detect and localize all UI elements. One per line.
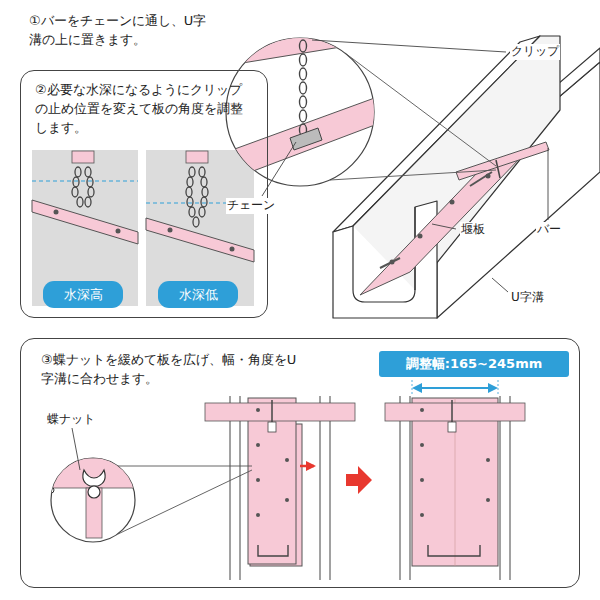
part-name: U字溝 <box>510 290 545 306</box>
node-text: ②必要な水深になるようにクリップの止め位置を変えて板の角度を調整します。 <box>35 81 253 138</box>
node-text: 調整幅:165~245mm <box>406 356 542 372</box>
part-name: 堰板 <box>460 222 486 238</box>
node-text: ③蝶ナットを緩めて板を広げ、幅・角度をU字溝に合わせます。 <box>41 351 301 389</box>
step-panel: ③蝶ナットを緩めて板を広げ、幅・角度をU字溝に合わせます。 調整幅:165~245… <box>20 338 580 588</box>
part-name: チェーン <box>226 198 276 214</box>
channel-top-view-left <box>205 396 355 580</box>
adjust-range-box: 調整幅:165~245mm <box>379 351 569 377</box>
node-text: 水深低 <box>179 287 218 303</box>
magnifier <box>220 22 388 186</box>
channel-top-view-right <box>385 380 525 580</box>
bar <box>456 142 549 180</box>
step-panel: ②必要な水深になるようにクリップの止め位置を変えて板の角度を調整します。水深高 水… <box>20 70 268 318</box>
part-name: クリップ <box>510 44 560 60</box>
big-red-arrow <box>346 466 372 494</box>
depth-pill: 水深高 <box>43 281 123 308</box>
weir-plate <box>360 154 524 295</box>
depth-pill: 水深低 <box>158 281 238 308</box>
part-name: バー <box>536 222 562 238</box>
node-text: 水深高 <box>64 287 103 303</box>
wing-nut-magnifier <box>40 428 252 542</box>
leader-lines <box>262 40 548 292</box>
part-name: 蝶ナット <box>46 412 96 428</box>
step-instruction: ①バーをチェーンに通し、U字溝の上に置きます。 <box>28 12 220 50</box>
